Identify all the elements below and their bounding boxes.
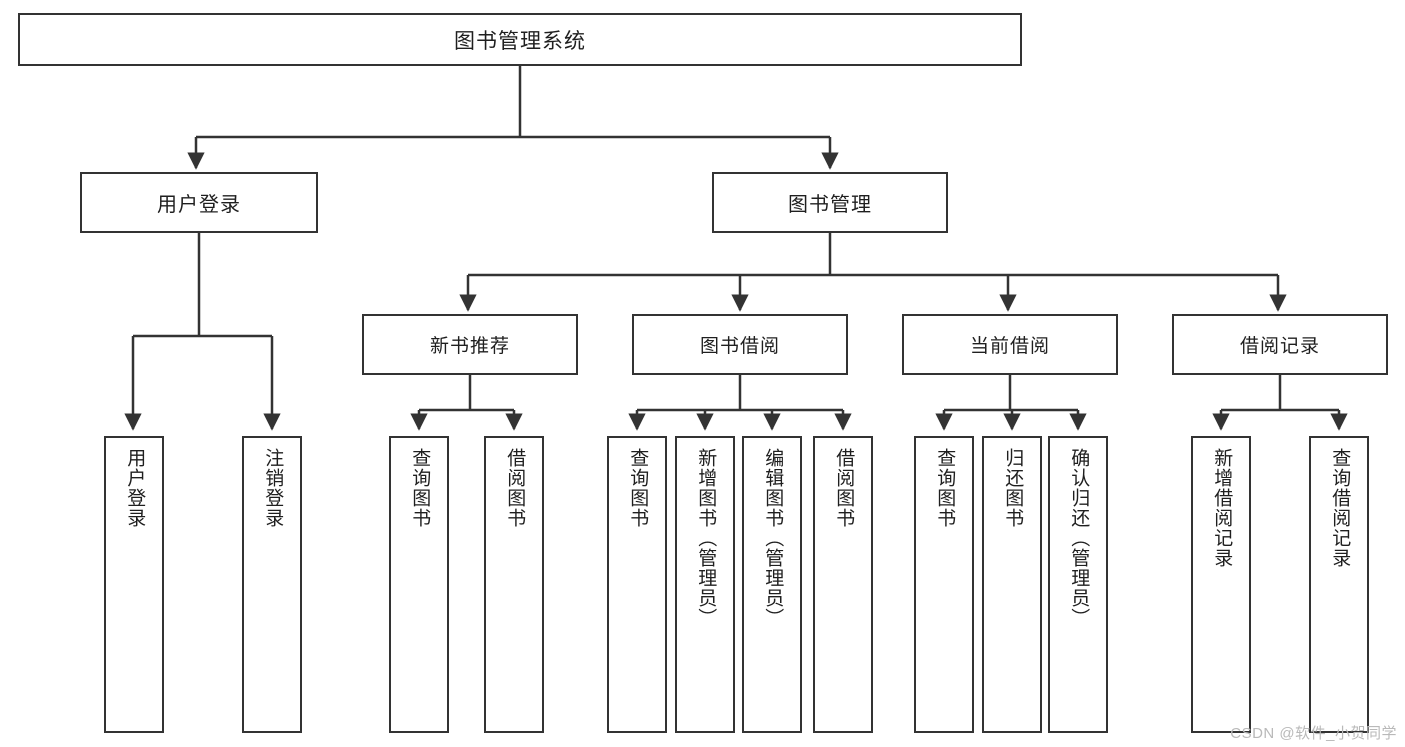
leaf-query-borrow-record[interactable]: 查询借阅记录 <box>1309 436 1369 733</box>
leaf-return-book[interactable]: 归还图书 <box>982 436 1042 733</box>
leaf-confirm-return-admin-label: 确认归还（管理员） <box>1068 448 1090 628</box>
leaf-query-book-borrow-label: 查询图书 <box>627 448 649 528</box>
csdn-watermark: CSDN @软件_小贺同学 <box>1230 725 1397 742</box>
leaf-return-book-label: 归还图书 <box>1002 448 1024 528</box>
leaf-borrow-book-recommend-label: 借阅图书 <box>504 448 526 528</box>
leaf-borrow-book-recommend[interactable]: 借阅图书 <box>484 436 544 733</box>
leaf-query-book-current[interactable]: 查询图书 <box>914 436 974 733</box>
leaf-add-borrow-record[interactable]: 新增借阅记录 <box>1191 436 1251 733</box>
leaf-edit-book-admin[interactable]: 编辑图书（管理员） <box>742 436 802 733</box>
leaf-add-book-admin[interactable]: 新增图书（管理员） <box>675 436 735 733</box>
leaf-user-login-label: 用户登录 <box>124 448 146 528</box>
leaf-query-book-current-label: 查询图书 <box>934 448 956 528</box>
leaf-query-book-borrow[interactable]: 查询图书 <box>607 436 667 733</box>
node-new-book-recommend-label: 新书推荐 <box>429 336 510 357</box>
leaf-borrow-book-label: 借阅图书 <box>833 448 855 528</box>
node-root-label: 图书管理系统 <box>454 29 586 53</box>
leaf-add-borrow-record-label: 新增借阅记录 <box>1211 448 1233 568</box>
node-current-borrow[interactable]: 当前借阅 <box>902 314 1118 375</box>
leaf-user-login[interactable]: 用户登录 <box>104 436 164 733</box>
node-user-login[interactable]: 用户登录 <box>80 172 318 233</box>
node-current-borrow-label: 当前借阅 <box>969 336 1050 357</box>
leaf-edit-book-admin-label: 编辑图书（管理员） <box>762 448 784 628</box>
leaf-borrow-book[interactable]: 借阅图书 <box>813 436 873 733</box>
leaf-add-book-admin-label: 新增图书（管理员） <box>695 448 717 628</box>
leaf-logout[interactable]: 注销登录 <box>242 436 302 733</box>
node-new-book-recommend[interactable]: 新书推荐 <box>362 314 578 375</box>
node-book-borrow[interactable]: 图书借阅 <box>632 314 848 375</box>
leaf-query-borrow-record-label: 查询借阅记录 <box>1329 448 1351 568</box>
leaf-logout-label: 注销登录 <box>262 448 284 528</box>
leaf-query-book-recommend[interactable]: 查询图书 <box>389 436 449 733</box>
leaf-confirm-return-admin[interactable]: 确认归还（管理员） <box>1048 436 1108 733</box>
node-book-management-label: 图书管理 <box>788 194 872 216</box>
node-borrow-record[interactable]: 借阅记录 <box>1172 314 1388 375</box>
node-book-borrow-label: 图书借阅 <box>699 336 780 357</box>
node-borrow-record-label: 借阅记录 <box>1239 336 1320 357</box>
node-root[interactable]: 图书管理系统 <box>18 13 1022 66</box>
node-user-login-label: 用户登录 <box>157 194 241 216</box>
node-book-management[interactable]: 图书管理 <box>712 172 948 233</box>
leaf-query-book-recommend-label: 查询图书 <box>409 448 431 528</box>
